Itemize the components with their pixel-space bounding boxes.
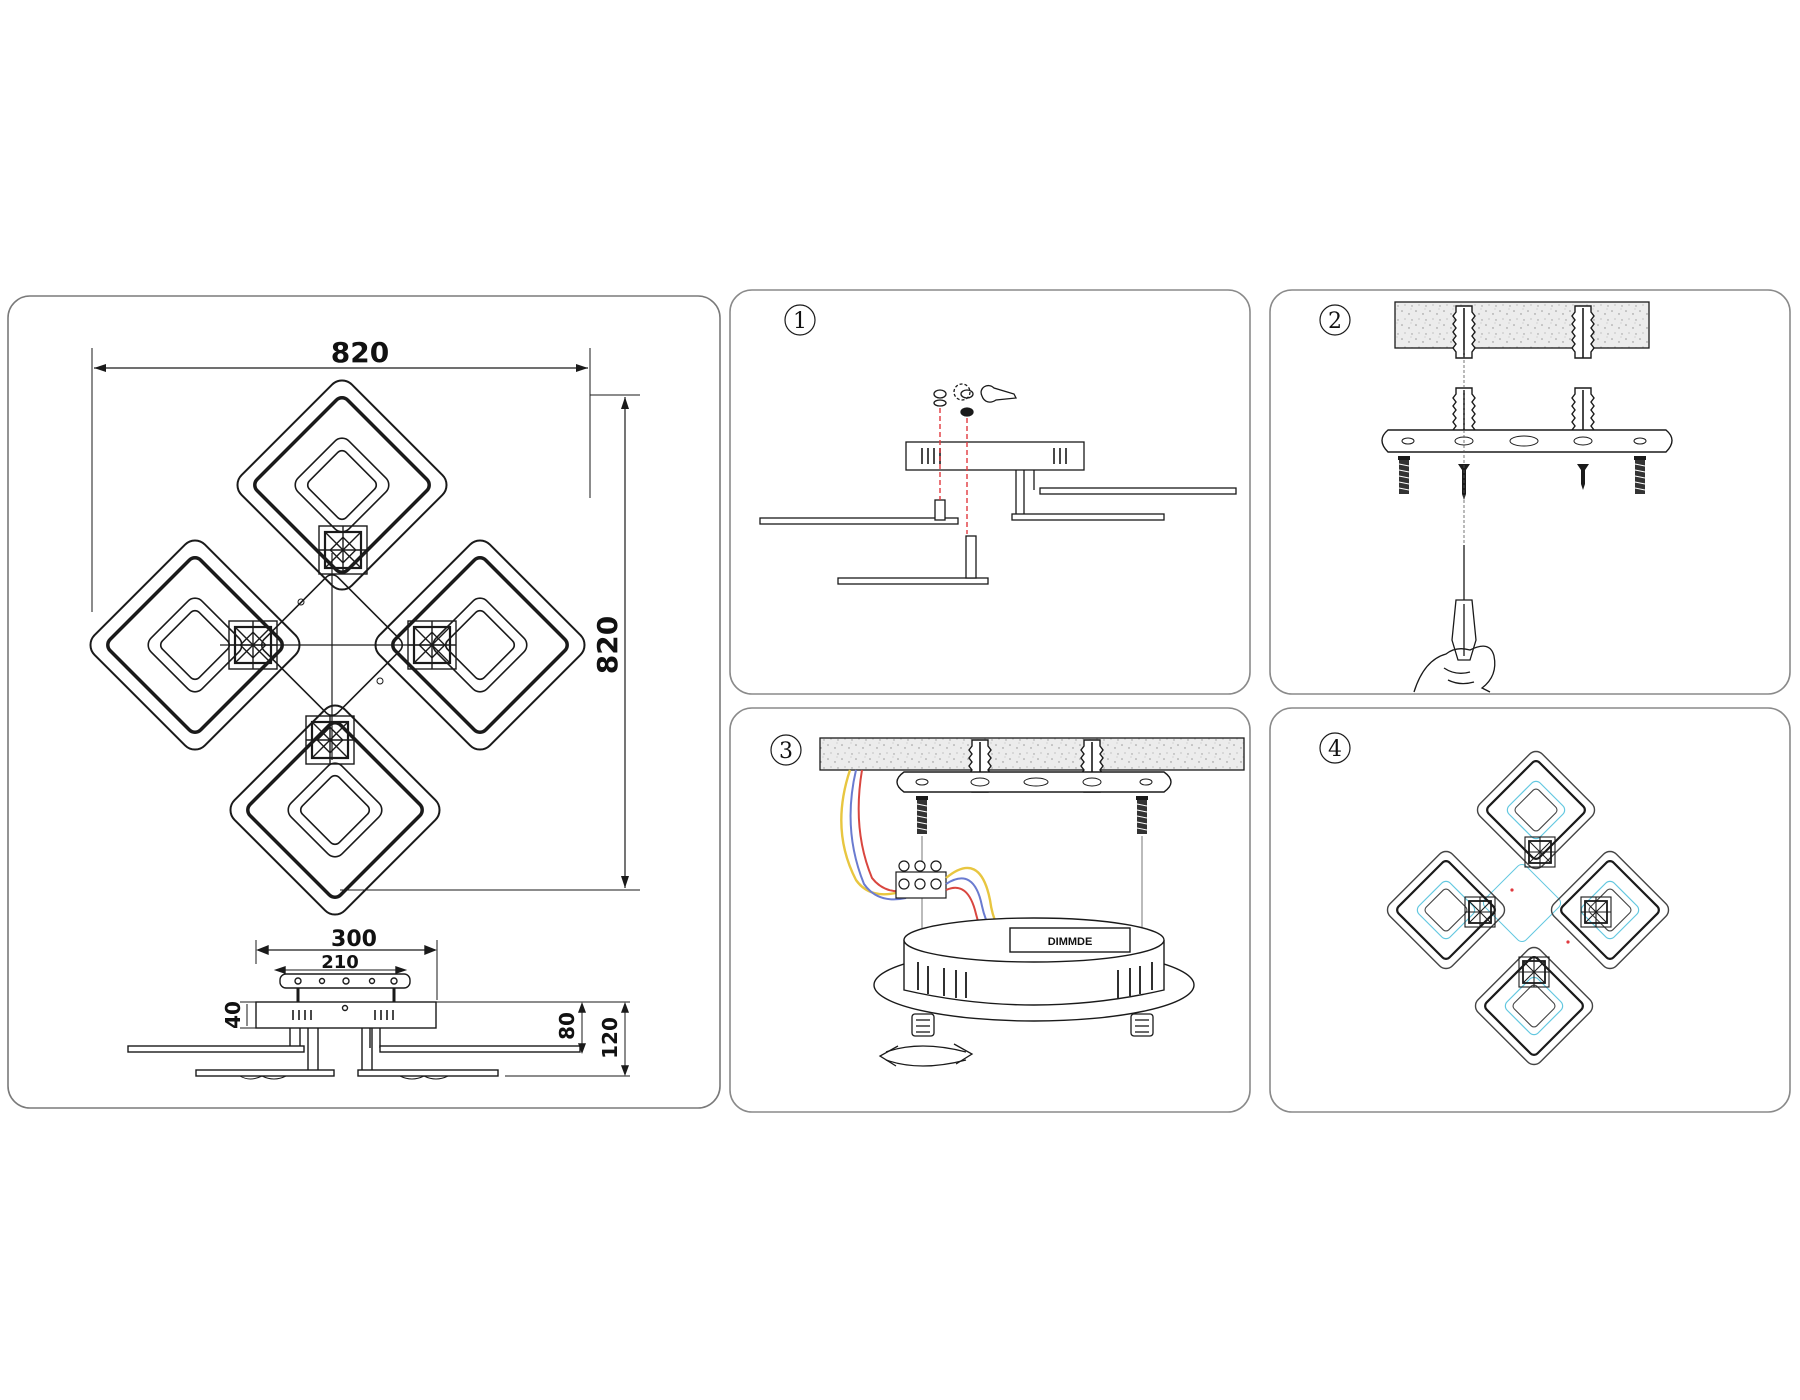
step-1-panel: 1	[729, 289, 1251, 695]
bottom-knob-right	[1130, 1013, 1154, 1037]
rotate-arrow-icon	[878, 1043, 974, 1067]
wrench-icon	[953, 383, 1018, 403]
height-dimension: 820	[340, 394, 640, 891]
svg-text:4: 4	[1328, 737, 1342, 762]
top-view-fixture	[82, 372, 593, 923]
width-label: 820	[331, 336, 389, 369]
base-inner-label: 210	[321, 952, 359, 973]
step-2-drawing	[1381, 301, 1673, 693]
step-1-number: 1	[784, 304, 816, 336]
side-view-fixture: 300 210	[127, 927, 630, 1080]
dimensions-panel: 820 820	[7, 295, 721, 1109]
terminal-block	[895, 860, 947, 899]
step-4-number: 4	[1319, 732, 1351, 764]
step-4-panel: 4	[1269, 707, 1791, 1113]
width-dimension: 820	[91, 336, 591, 612]
screwdriver-icon	[1413, 545, 1496, 693]
step-4-assembled-fixture	[1382, 746, 1674, 1070]
height-label: 820	[591, 616, 624, 674]
total-height-label: 120	[598, 1017, 622, 1059]
step-3-drawing: DIMMDE	[819, 737, 1245, 1067]
step-2-panel: 2	[1269, 289, 1791, 695]
svg-text:1: 1	[793, 309, 807, 334]
step-1-drawing	[759, 383, 1237, 585]
step-3-number: 3	[770, 734, 802, 766]
driver-label: DIMMDE	[1048, 936, 1093, 948]
ceiling	[819, 737, 1245, 771]
body-height-label: 80	[555, 1012, 579, 1040]
driver-box	[1009, 927, 1131, 953]
base-height-label: 40	[221, 1001, 245, 1029]
base-outer-label: 300	[331, 927, 377, 952]
step-2-number: 2	[1319, 304, 1351, 336]
step-3-panel: 3	[729, 707, 1251, 1113]
ceiling	[1394, 301, 1650, 349]
svg-text:3: 3	[779, 739, 793, 764]
bottom-knob-left	[911, 1013, 935, 1037]
svg-text:2: 2	[1328, 309, 1342, 334]
